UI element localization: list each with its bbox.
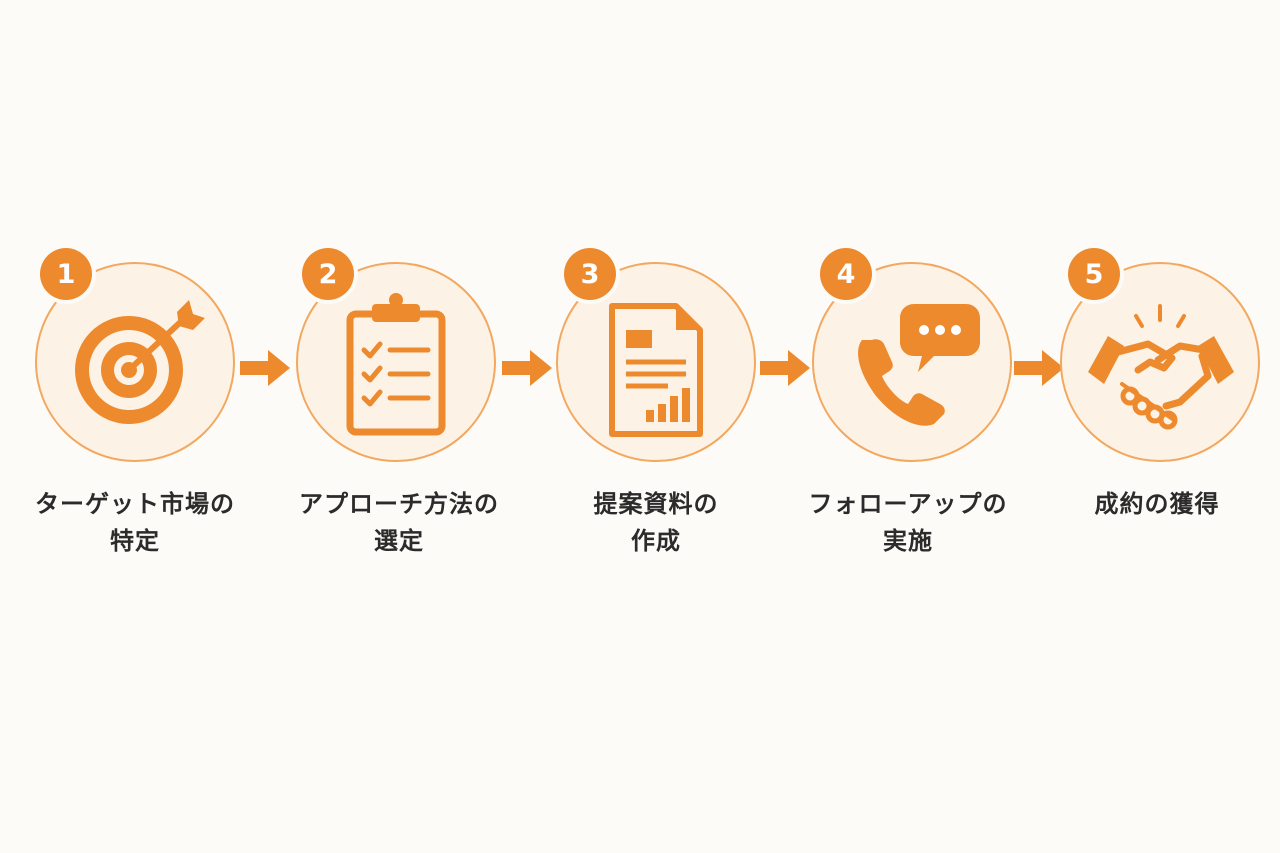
arrow-right-icon [240, 350, 290, 386]
step-number-badge: 1 [40, 248, 92, 300]
step-label: ターゲット市場の 特定 [15, 486, 255, 560]
step-label: 成約の獲得 [1037, 486, 1277, 523]
step-label-line: アプローチ方法の [299, 490, 499, 518]
step-label: 提案資料の 作成 [536, 486, 776, 560]
clipboard-checklist-icon [346, 293, 446, 436]
step-label: アプローチ方法の 選定 [279, 486, 519, 560]
step-circle [35, 262, 235, 462]
step-label: フォローアップの 実施 [788, 486, 1028, 560]
step-label-line: 作成 [631, 527, 681, 556]
step-number-badge: 3 [564, 248, 616, 300]
step-label-line: フォローアップの [808, 490, 1008, 518]
step-label-line: 成約の獲得 [1094, 490, 1220, 518]
document-chart-icon [609, 303, 703, 437]
step-label-line: 特定 [110, 527, 160, 556]
step-label-line: 選定 [374, 527, 424, 556]
step-circle [296, 262, 496, 462]
phone-chat-icon [858, 304, 980, 426]
arrow-right-icon [1014, 350, 1064, 386]
step-number-badge: 5 [1068, 248, 1120, 300]
step-label-line: ターゲット市場の [35, 490, 235, 518]
arrow-right-icon [502, 350, 552, 386]
step-number-badge: 4 [820, 248, 872, 300]
step-label-line: 提案資料の [593, 490, 719, 518]
arrow-right-icon [760, 350, 810, 386]
step-label-line: 実施 [883, 527, 933, 556]
step-number-badge: 2 [302, 248, 354, 300]
handshake-icon [1088, 304, 1234, 430]
target-icon [75, 300, 205, 424]
